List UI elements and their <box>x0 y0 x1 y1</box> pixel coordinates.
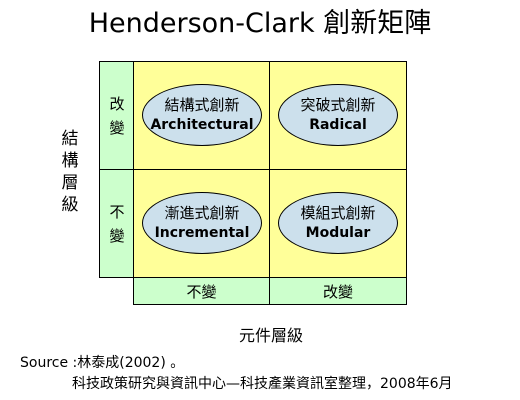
architectural-en-label: Architectural <box>150 117 254 133</box>
source-line-1: Source :林泰成(2002) 。 <box>20 355 185 371</box>
row-label-bottom: 不變 <box>109 203 125 245</box>
page-title: Henderson-Clark 創新矩陣 <box>88 8 432 39</box>
col-label-right: 改變 <box>322 282 353 301</box>
radical-ellipse: 突破式創新 Radical <box>278 84 398 146</box>
modular-zh-label: 模組式創新 <box>300 204 376 222</box>
architectural-zh-label: 結構式創新 <box>164 96 240 114</box>
row-label-cell-top: 改變 <box>99 61 134 170</box>
row-label-cell-bottom: 不變 <box>99 169 134 278</box>
radical-zh-label: 突破式創新 <box>300 96 376 114</box>
col-label-cell-left: 不變 <box>133 277 270 305</box>
col-label-cell-right: 改變 <box>269 277 407 305</box>
incremental-en-label: Incremental <box>154 225 250 241</box>
incremental-ellipse: 漸進式創新 Incremental <box>142 192 262 254</box>
source-line-2: 科技政策研究與資訊中心—科技產業資訊室整理，2008年6月 <box>72 376 453 392</box>
architectural-ellipse: 結構式創新 Architectural <box>142 84 262 146</box>
col-label-left: 不變 <box>186 282 217 301</box>
modular-en-label: Modular <box>305 225 371 241</box>
radical-en-label: Radical <box>309 117 367 133</box>
x-axis-label: 元件層級 <box>238 326 303 345</box>
y-axis-label: 結構層級 <box>61 129 79 215</box>
incremental-zh-label: 漸進式創新 <box>164 204 240 222</box>
row-label-top: 改變 <box>109 95 125 137</box>
modular-ellipse: 模組式創新 Modular <box>278 192 398 254</box>
